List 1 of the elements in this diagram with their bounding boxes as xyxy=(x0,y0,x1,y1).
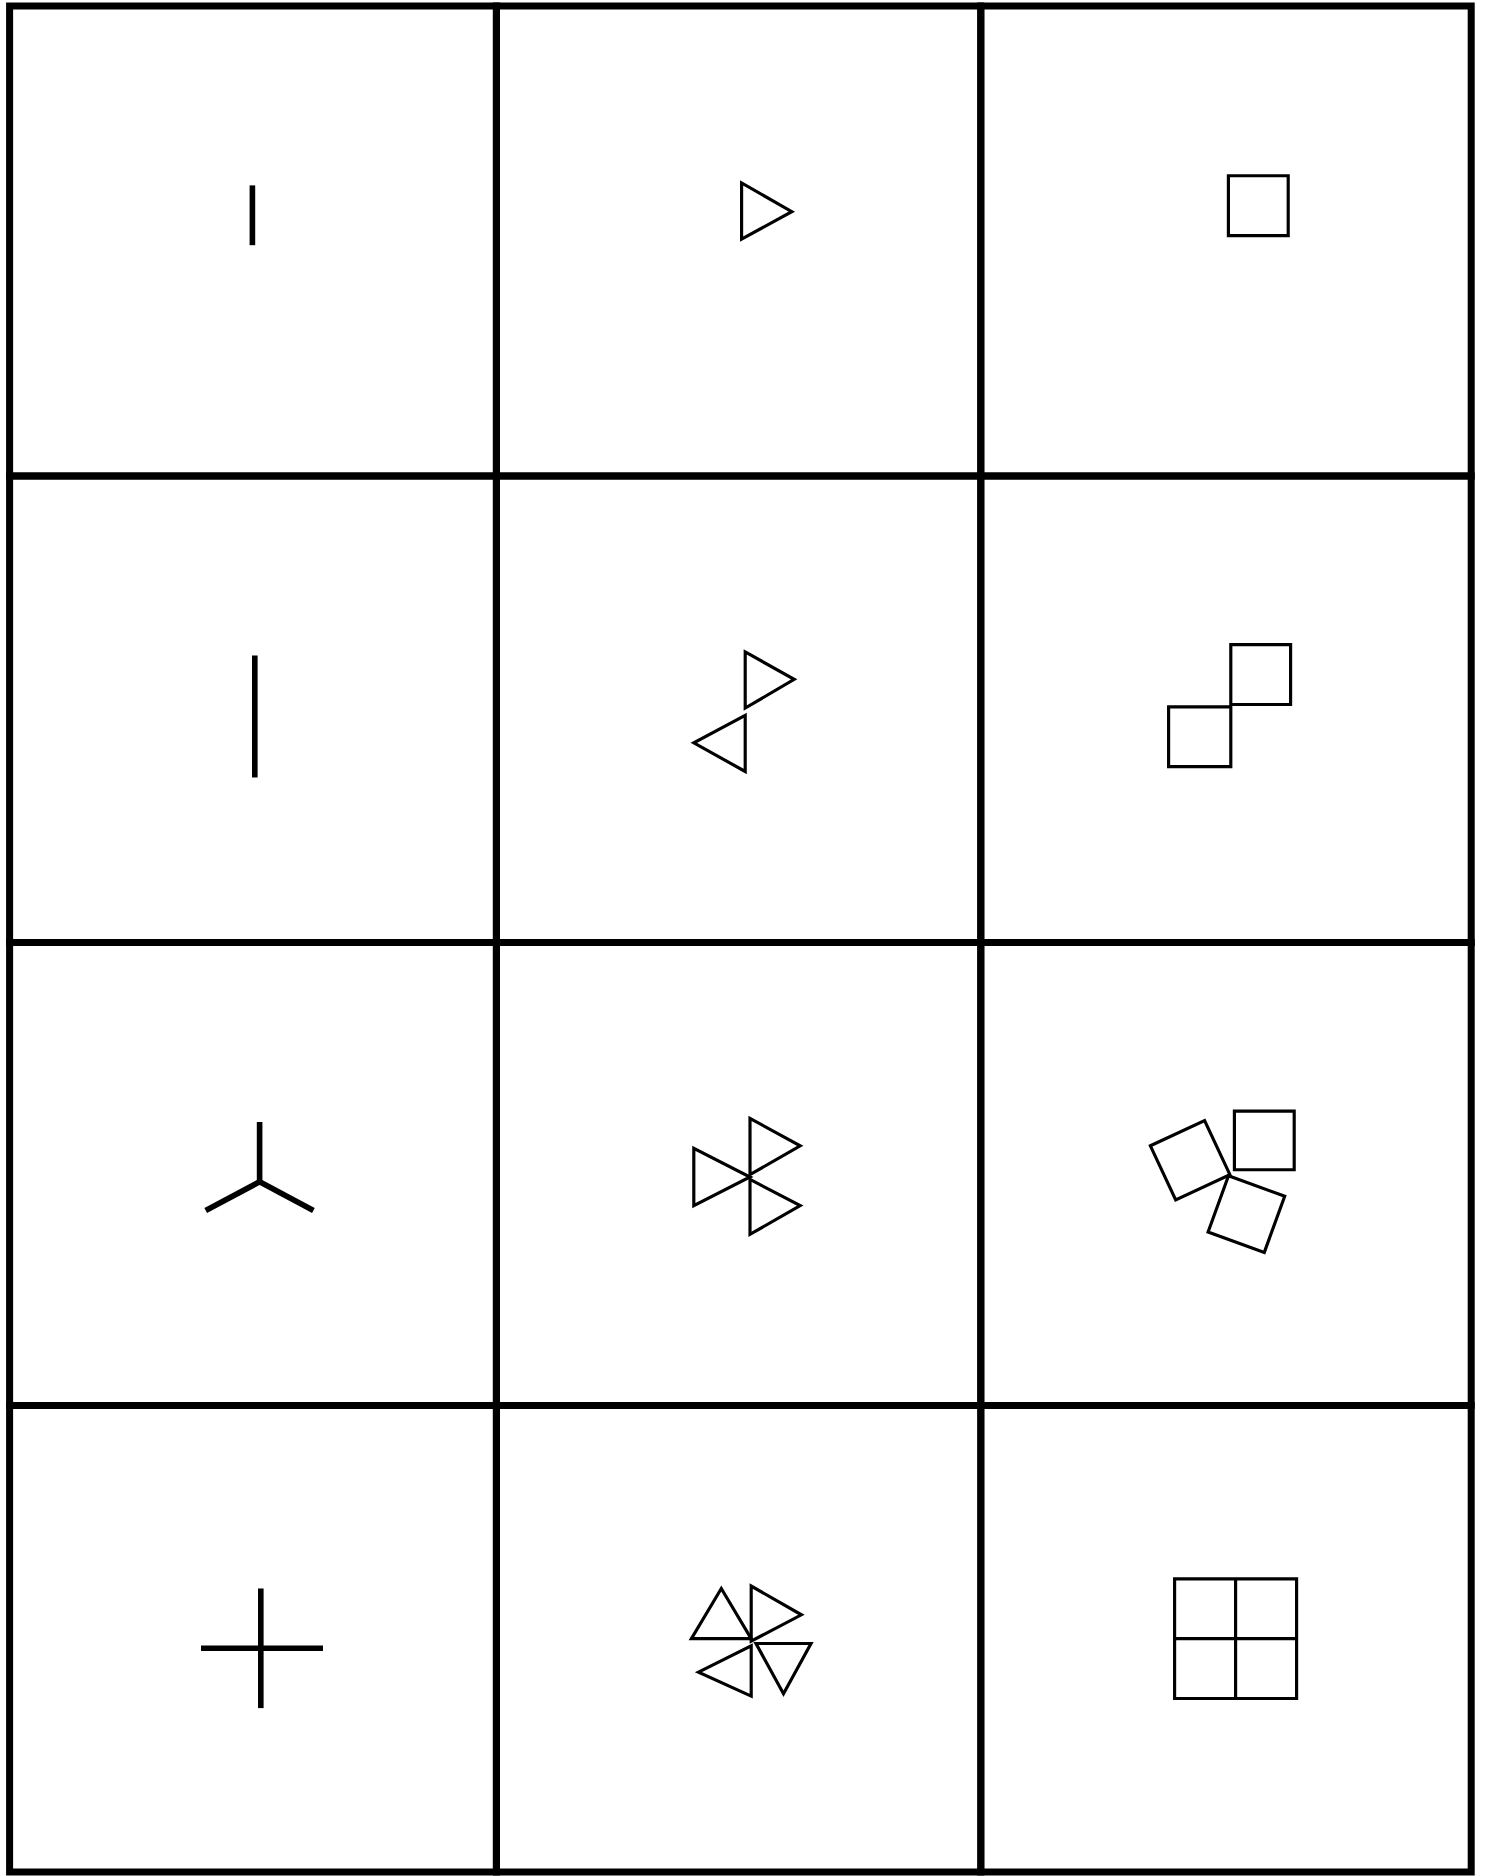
grid-cell xyxy=(977,1401,1475,1876)
